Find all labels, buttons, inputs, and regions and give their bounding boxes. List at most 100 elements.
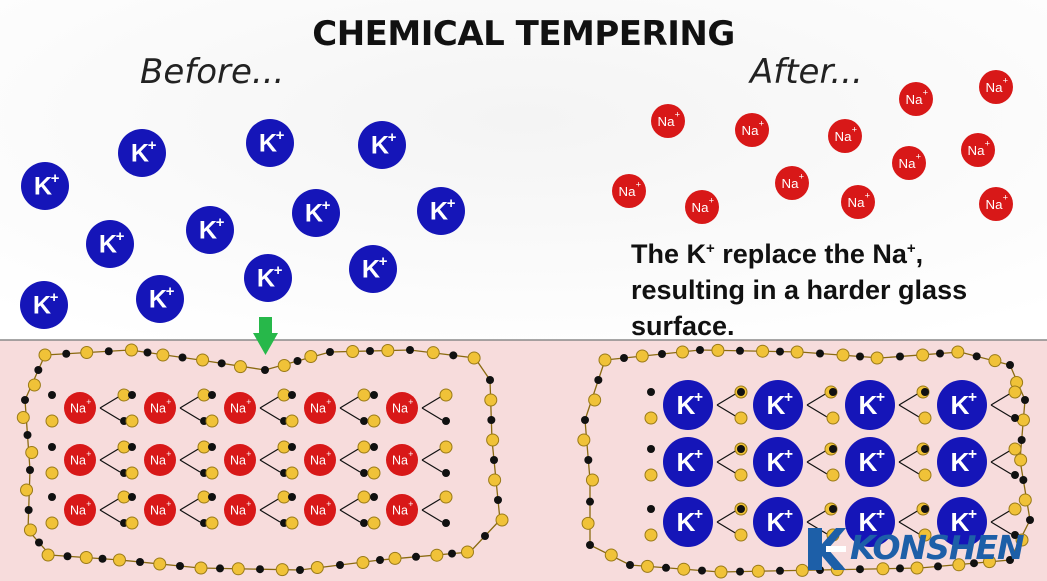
free-potassium-ion: K+ xyxy=(244,254,292,302)
silicon-atom xyxy=(487,416,496,424)
svg-text:K: K xyxy=(149,286,167,314)
silicon-atom xyxy=(816,349,824,358)
svg-text:K: K xyxy=(131,140,149,168)
silicon-atom xyxy=(26,466,34,474)
silicon-atom xyxy=(178,353,187,362)
silicon-atom xyxy=(24,506,33,514)
oxygen-atom xyxy=(367,466,381,480)
free-potassium-ion: K+ xyxy=(246,119,294,167)
oxygen-atom xyxy=(357,490,371,504)
svg-text:K: K xyxy=(257,265,275,293)
svg-text:Na: Na xyxy=(230,453,246,467)
oxygen-atom xyxy=(1008,442,1022,456)
svg-text:Na: Na xyxy=(848,195,866,210)
oxygen-atom xyxy=(918,528,932,542)
after-free-sodium-ions: Na+Na+Na+Na+Na+Na+Na+Na+Na+Na+Na+Na+ xyxy=(612,70,1013,224)
silicon-atom xyxy=(647,505,655,513)
free-sodium-ion: Na+ xyxy=(979,70,1013,104)
lattice-sodium-ion: Na+ xyxy=(64,494,96,526)
svg-text:+: + xyxy=(694,506,703,523)
silicon-atom xyxy=(829,445,837,453)
before-lattice-ions: Na+Na+Na+Na+Na+Na+Na+Na+Na+Na+Na+Na+Na+N… xyxy=(45,388,453,530)
svg-text:+: + xyxy=(216,215,225,231)
svg-text:Na: Na xyxy=(968,143,986,158)
silicon-atom xyxy=(1026,516,1034,524)
svg-text:+: + xyxy=(694,389,703,406)
silicon-atom xyxy=(490,456,498,464)
oxygen-atom xyxy=(356,556,370,569)
oxygen-atom xyxy=(1008,502,1022,516)
lattice-sodium-ion: Na+ xyxy=(64,392,96,424)
silicon-atom xyxy=(829,505,837,513)
free-potassium-ion: K+ xyxy=(136,275,184,323)
oxygen-atom xyxy=(381,344,395,357)
oxygen-atom xyxy=(734,468,748,482)
before-heading: Before... xyxy=(140,52,285,92)
lattice-potassium-ion: K+ xyxy=(753,380,803,430)
silicon-atom xyxy=(442,417,450,425)
svg-text:Na: Na xyxy=(782,176,800,191)
svg-text:+: + xyxy=(923,88,928,98)
oxygen-atom xyxy=(124,343,138,357)
free-sodium-ion: Na+ xyxy=(612,174,646,208)
silicon-atom xyxy=(370,443,378,451)
svg-text:+: + xyxy=(166,449,171,459)
before-free-potassium-ions: K+K+K+K+K+K+K+K+K+K+K+K+ xyxy=(20,119,465,329)
svg-text:Na: Na xyxy=(692,200,710,215)
lattice-potassium-ion: K+ xyxy=(753,437,803,487)
oxygen-atom xyxy=(275,563,289,577)
lattice-sodium-ion: Na+ xyxy=(304,392,336,424)
oxygen-atom xyxy=(346,345,360,358)
oxygen-atom xyxy=(23,523,37,537)
free-sodium-ion: Na+ xyxy=(685,190,719,224)
silicon-atom xyxy=(128,443,136,451)
silicon-atom xyxy=(856,565,864,574)
svg-text:Na: Na xyxy=(835,129,853,144)
silicon-atom xyxy=(293,357,302,365)
silicon-atom xyxy=(34,366,43,374)
svg-text:K: K xyxy=(199,217,217,245)
silicon-atom xyxy=(448,549,456,558)
oxygen-atom xyxy=(790,345,804,359)
svg-text:+: + xyxy=(408,499,413,509)
svg-text:+: + xyxy=(968,446,977,463)
silicon-atom xyxy=(737,445,745,453)
caption-line-2: resulting in a harder glass xyxy=(631,275,968,305)
oxygen-atom xyxy=(79,551,93,564)
free-sodium-ion: Na+ xyxy=(979,187,1013,221)
svg-text:+: + xyxy=(166,284,175,300)
svg-text:+: + xyxy=(636,180,641,190)
silicon-atom xyxy=(326,348,334,356)
svg-text:+: + xyxy=(326,397,331,407)
silicon-atom xyxy=(856,352,864,361)
svg-text:+: + xyxy=(408,397,413,407)
caption-line-3: surface. xyxy=(631,311,735,341)
svg-text:K: K xyxy=(305,200,323,228)
oxygen-atom xyxy=(795,563,809,577)
brand-mark-icon xyxy=(808,528,846,570)
oxygen-atom xyxy=(38,348,52,362)
svg-text:+: + xyxy=(447,196,456,212)
oxygen-atom xyxy=(285,414,299,428)
oxygen-atom xyxy=(439,388,453,402)
svg-text:Na: Na xyxy=(70,503,86,517)
lattice-sodium-ion: Na+ xyxy=(144,392,176,424)
svg-text:K: K xyxy=(767,507,786,537)
silicon-atom xyxy=(23,431,32,439)
silicon-atom xyxy=(647,445,655,453)
oxygen-atom xyxy=(45,466,59,480)
silicon-atom xyxy=(776,566,784,575)
silicon-atom xyxy=(896,564,904,573)
oxygen-atom xyxy=(1016,413,1030,427)
oxygen-atom xyxy=(367,414,381,428)
free-sodium-ion: Na+ xyxy=(775,166,809,200)
svg-text:K: K xyxy=(859,390,878,420)
svg-text:+: + xyxy=(50,290,59,306)
svg-text:Na: Na xyxy=(742,123,760,138)
silicon-atom xyxy=(208,391,216,399)
silicon-atom xyxy=(62,349,71,358)
silicon-atom xyxy=(35,538,43,547)
oxygen-atom xyxy=(675,345,689,359)
oxygen-atom xyxy=(644,528,658,542)
oxygen-atom xyxy=(644,411,658,425)
